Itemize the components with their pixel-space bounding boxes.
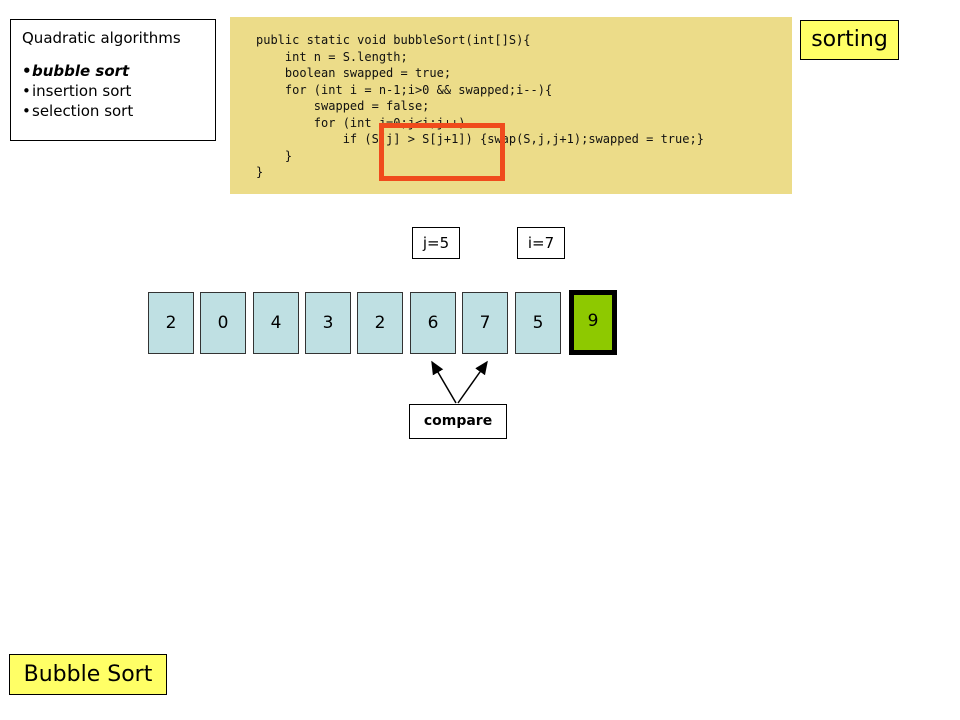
array-cell: 0 <box>200 292 246 354</box>
code-line: swapped = false; <box>256 99 430 113</box>
code-line: boolean swapped = true; <box>256 66 452 80</box>
topic-label: sorting <box>800 20 899 60</box>
arrow-left <box>431 360 457 404</box>
comparison-highlight <box>379 123 505 181</box>
code-line: int n = S.length; <box>256 49 408 64</box>
slide-title: Bubble Sort <box>9 654 167 695</box>
algorithm-item-insertion-sort: insertion sort <box>22 81 215 101</box>
variable-j-label: j=5 <box>412 227 460 259</box>
array-cell: 5 <box>515 292 561 354</box>
compare-label: compare <box>409 404 507 439</box>
array-cell-sorted: 9 <box>569 290 617 355</box>
algorithms-panel: Quadratic algorithms bubble sort inserti… <box>10 19 216 141</box>
algorithm-item-bubble-sort: bubble sort <box>22 61 215 81</box>
array-cell: 7 <box>462 292 508 354</box>
code-line: } <box>256 165 264 179</box>
variable-i-label: i=7 <box>517 227 565 259</box>
code-line: } <box>256 148 293 163</box>
array-cell: 3 <box>305 292 351 354</box>
algorithm-item-selection-sort: selection sort <box>22 101 215 121</box>
array-cell: 2 <box>357 292 403 354</box>
array-cell: 4 <box>253 292 299 354</box>
array-cell: 2 <box>148 292 194 354</box>
code-line: for (int i = n-1;i>0 && swapped;i--){ <box>256 82 553 97</box>
arrow-right <box>457 360 488 404</box>
code-panel: public static void bubbleSort(int[]S){ i… <box>230 17 792 194</box>
array-cell: 6 <box>410 292 456 354</box>
code-line: public static void bubbleSort(int[]S){ <box>256 33 531 47</box>
algorithms-title: Quadratic algorithms <box>22 29 181 47</box>
